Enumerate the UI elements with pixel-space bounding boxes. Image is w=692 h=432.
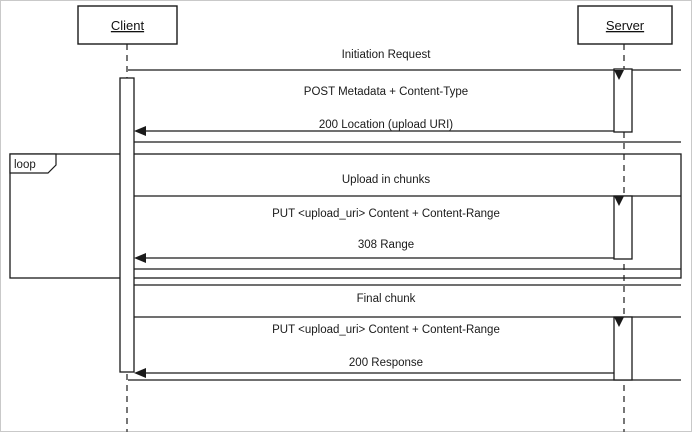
message-label-put-final-chunk: PUT <upload_uri> Content + Content-Range [272,324,500,336]
arrowhead-put-final-chunk [614,317,624,327]
loop-fragment-label: loop [14,159,36,171]
arrowhead-200-response [134,368,146,378]
section-label-final-chunk: Final chunk [357,293,416,305]
message-label-post-metadata: POST Metadata + Content-Type [304,86,468,98]
loop-fragment-box [9,153,682,279]
participant-client[interactable]: Client [77,5,178,45]
participant-server[interactable]: Server [577,5,673,45]
arrowhead-put-chunk [614,196,624,206]
arrowhead-308-range [134,253,146,263]
message-label-200-response: 200 Response [349,357,423,369]
activation-bar-client [119,77,135,373]
activation-bar-server-3 [613,316,633,381]
activation-bar-server-1 [613,68,633,133]
message-label-200-location: 200 Location (upload URI) [319,119,453,131]
participant-box-client [77,5,178,45]
activation-bar-server-2 [613,195,633,260]
loop-fragment-tab [9,153,57,174]
section-label-upload-in-chunks: Upload in chunks [342,174,430,186]
participant-label-server: Server [606,18,645,33]
participant-box-server [577,5,673,45]
arrowhead-post-metadata [614,70,624,80]
arrowhead-200-location [134,126,146,136]
message-label-put-chunk: PUT <upload_uri> Content + Content-Range [272,208,500,220]
message-label-308-range: 308 Range [358,239,414,251]
participant-label-client: Client [111,18,145,33]
loop-fragment[interactable]: loop [9,153,682,279]
section-label-initiation-request: Initiation Request [342,49,432,61]
